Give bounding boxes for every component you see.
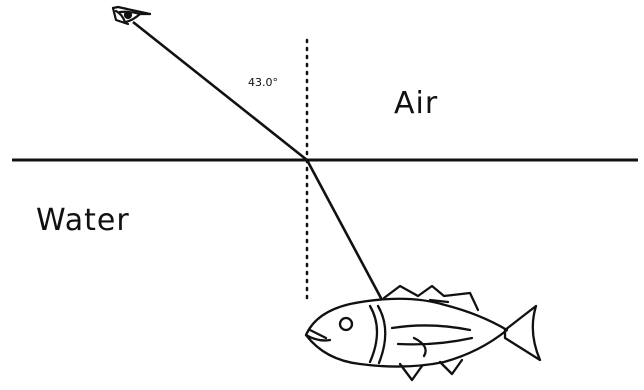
air-label: Air [394, 86, 438, 121]
angle-label: 43.0° [248, 76, 278, 89]
fish-icon [304, 284, 542, 382]
eye-icon [111, 5, 152, 26]
water-label: Water [36, 203, 130, 238]
light-ray [132, 20, 384, 301]
